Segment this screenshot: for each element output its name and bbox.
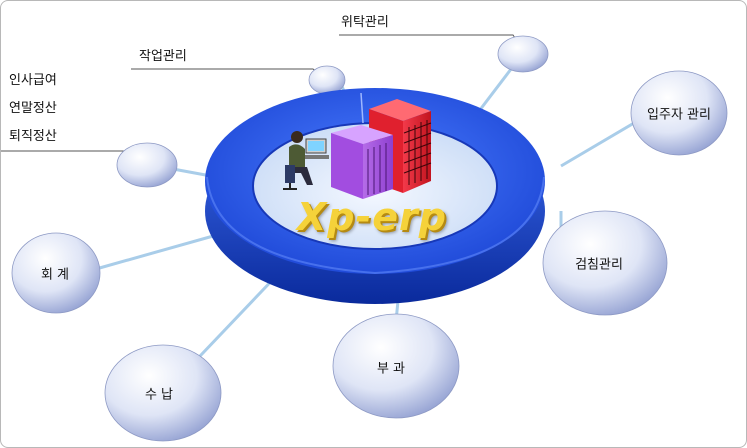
brand-logo-text: Xp-erp	[297, 195, 447, 239]
operator-icon	[283, 131, 329, 190]
node-meter	[542, 210, 668, 316]
callout-consign-label: 위탁관리	[341, 15, 389, 30]
callout-hr-line-2: 연말정산	[9, 101, 57, 116]
building-icon	[331, 99, 432, 199]
node-task	[308, 65, 346, 95]
node-payment-label: 수 납	[144, 387, 174, 403]
node-billing	[332, 313, 460, 419]
node-billing-label: 부 과	[376, 361, 406, 377]
node-accounting-label: 회 계	[40, 267, 70, 283]
callout-task-label: 작업관리	[139, 49, 187, 64]
node-consign	[497, 35, 549, 73]
node-meter-label: 검침관리	[575, 257, 623, 273]
node-accounting	[11, 232, 101, 314]
node-resident-label: 입주자 관리	[647, 107, 711, 123]
callout-hr-line-3: 퇴직정산	[9, 129, 57, 144]
callout-hr-line-1: 인사급여	[9, 73, 57, 88]
node-hr	[116, 142, 178, 188]
node-resident	[630, 70, 728, 156]
node-payment	[104, 344, 222, 442]
